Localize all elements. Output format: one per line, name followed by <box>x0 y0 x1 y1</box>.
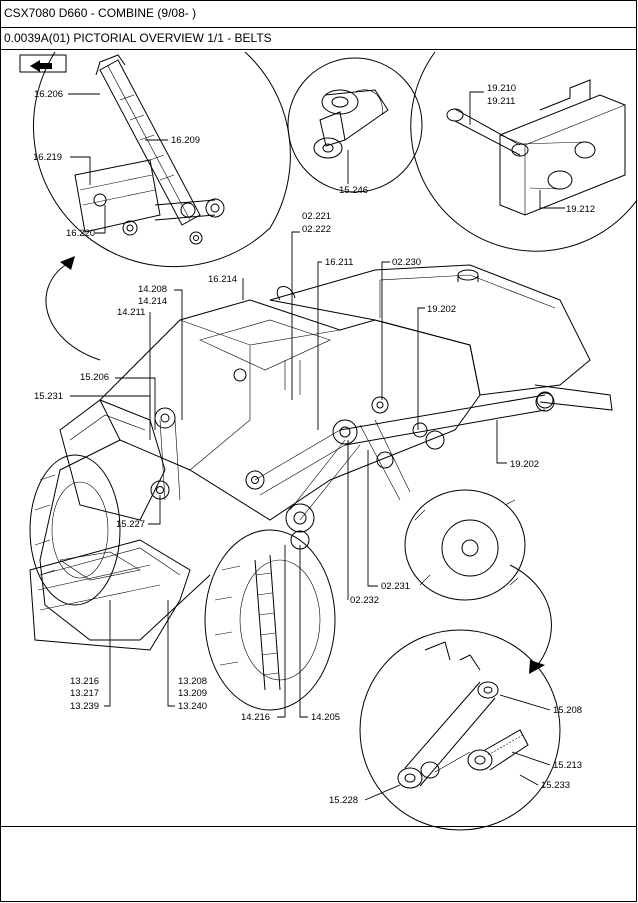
callout-16-206: 16.206 <box>34 89 63 100</box>
detail-circle-right <box>410 51 638 252</box>
callout-15-213: 15.213 <box>553 760 582 771</box>
callout-15-227: 15.227 <box>116 519 145 530</box>
detail-arrow-left <box>45 256 101 361</box>
rear-wheel <box>404 489 526 601</box>
callout-16-209: 16.209 <box>171 135 200 146</box>
callout-15-228: 15.228 <box>329 795 358 806</box>
callout-19-211: 19.211 <box>487 96 515 107</box>
callout-13-208: 13.208 <box>178 676 207 687</box>
callout-02-221: 02.221 <box>302 211 331 222</box>
callout-16-219: 16.219 <box>33 152 62 163</box>
callout-19-202-lower: 19.202 <box>510 459 539 470</box>
arrow-right-icon[interactable] <box>19 54 67 73</box>
callout-02-232: 02.232 <box>350 595 379 606</box>
front-right-wheel <box>204 529 336 711</box>
callout-13-217: 13.217 <box>70 688 99 699</box>
callout-02-230: 02.230 <box>392 257 421 268</box>
callout-14-216: 14.216 <box>241 712 270 723</box>
callout-14-211: 14.211 <box>117 307 145 318</box>
callout-16-220: 16.220 <box>66 228 95 239</box>
callout-19-210: 19.210 <box>487 83 516 94</box>
callout-15-246: 15.246 <box>339 185 368 196</box>
callout-19-212: 19.212 <box>566 204 595 215</box>
callout-13-209: 13.209 <box>178 688 207 699</box>
front-left-wheel <box>29 454 121 606</box>
callout-13-240: 13.240 <box>178 701 207 712</box>
callout-15-206: 15.206 <box>80 372 109 383</box>
model-title: CSX7080 D660 - COMBINE (9/08- ) <box>0 0 637 28</box>
callout-19-202-upper: 19.202 <box>427 304 456 315</box>
section-title: 0.0039A(01) PICTORIAL OVERVIEW 1/1 - BEL… <box>0 28 637 50</box>
callout-02-222: 02.222 <box>302 224 331 235</box>
callout-labels: 16.206 16.209 16.219 16.220 15.246 19.21… <box>33 83 595 806</box>
detail-circle-elevator <box>32 51 291 268</box>
detail-circle-bottom <box>359 629 561 831</box>
detail-arrow-bottom <box>509 564 552 674</box>
callout-15-208: 15.208 <box>553 705 582 716</box>
leader-lines <box>68 91 565 801</box>
callout-16-211: 16.211 <box>325 257 353 268</box>
footer-divider <box>0 826 637 827</box>
callout-14-208: 14.208 <box>138 284 167 295</box>
callout-14-214: 14.214 <box>138 296 167 307</box>
detail-circle-pulley <box>287 57 423 193</box>
callout-02-231: 02.231 <box>381 581 410 592</box>
callout-16-214: 16.214 <box>208 274 237 285</box>
callout-15-231: 15.231 <box>34 391 63 402</box>
callout-13-216: 13.216 <box>70 676 99 687</box>
callout-14-205: 14.205 <box>311 712 340 723</box>
callout-15-233: 15.233 <box>541 780 570 791</box>
combine-body <box>29 264 613 691</box>
callout-13-239: 13.239 <box>70 701 99 712</box>
